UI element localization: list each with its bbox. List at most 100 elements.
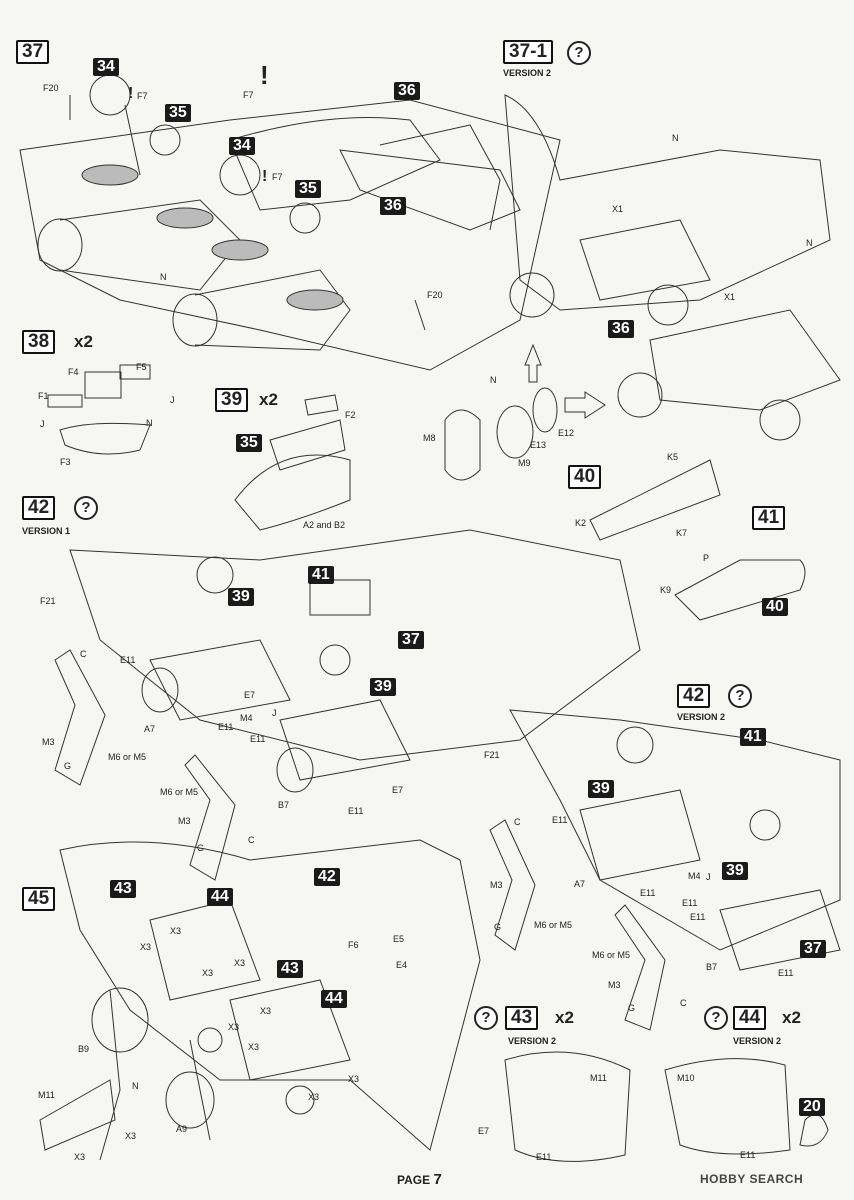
ref-43-tag: 43 (110, 880, 136, 898)
part-label: C (248, 835, 255, 845)
part-label: X3 (125, 1131, 137, 1141)
ref-35-tag: 35 (165, 104, 191, 122)
page-number: 7 (433, 1171, 442, 1188)
part-label: M6 or M5 (592, 950, 631, 960)
question-icon: ? (474, 1006, 498, 1030)
part-label: F7 (137, 91, 148, 101)
wheel-34-b (219, 154, 261, 196)
part-label: G (628, 1003, 636, 1013)
watermark: HOBBY SEARCH (700, 1172, 804, 1186)
part-label: F20 (43, 83, 59, 93)
step-43-box: 43 (505, 1006, 539, 1030)
part-label: M6 or M5 (160, 787, 199, 797)
wheel-35-b (289, 202, 321, 234)
step-45-box: 45 (22, 887, 56, 911)
part-label: X3 (348, 1074, 360, 1084)
step-42-v1-box: 42 (22, 496, 56, 520)
part-label: K7 (676, 528, 688, 538)
step-39-box: 39 (215, 388, 249, 412)
part-label: M6 or M5 (534, 920, 573, 930)
part-label: X3 (308, 1092, 320, 1102)
aircraft-45 (59, 839, 481, 1151)
step-44-version: VERSION 2 (733, 1036, 782, 1046)
ref-37-tag: 37 (398, 631, 424, 649)
part-label: N (806, 238, 813, 248)
part-label: N (672, 133, 679, 143)
part-label: M11 (38, 1090, 55, 1100)
ref-35-tag: 35 (295, 180, 321, 198)
part-label: F5 (136, 362, 147, 372)
part-label: E11 (218, 722, 234, 732)
ref-41-tag: 41 (308, 566, 334, 584)
ref-41-tag: 41 (740, 728, 766, 746)
page-label: PAGE (397, 1173, 431, 1187)
part-label: M3 (490, 880, 503, 890)
wheel-35-a (149, 124, 181, 156)
part-label: N (490, 375, 497, 385)
part-label: E11 (778, 968, 794, 978)
part-label: E11 (740, 1150, 756, 1160)
part-label: X3 (202, 968, 214, 978)
propeller-left (54, 649, 106, 786)
part-label: M6 or M5 (108, 752, 147, 762)
ref-34-tag: 34 (229, 137, 255, 155)
part-label: X3 (234, 958, 246, 968)
ref-39-tag: 39 (370, 678, 396, 696)
question-icon: ? (728, 684, 752, 708)
ref-39-tag: 39 (722, 862, 748, 880)
part-label: E11 (640, 888, 656, 898)
part-label: E11 (682, 898, 698, 908)
part-label: J (170, 395, 175, 405)
step-38-multiplier: x2 (74, 332, 93, 351)
part-label: M3 (42, 737, 55, 747)
ref-40-tag: 40 (762, 598, 788, 616)
part-label: J (706, 872, 711, 882)
part-label: F4 (68, 367, 79, 377)
part-label: M3 (608, 980, 621, 990)
part-label: F21 (40, 596, 56, 606)
part-label: E5 (393, 934, 405, 944)
part-label: A7 (144, 724, 156, 734)
step-40-box: 40 (568, 465, 602, 489)
part-label: X3 (228, 1022, 240, 1032)
part-label: E4 (396, 960, 408, 970)
part-label: F3 (60, 457, 71, 467)
part-label: X1 (724, 292, 736, 302)
part-label: F7 (272, 172, 283, 182)
part-label: X3 (140, 942, 152, 952)
ref-42-tag: 42 (314, 868, 340, 886)
part-label: M10 (677, 1073, 695, 1083)
part-label: B7 (706, 962, 718, 972)
step-44-box: 44 (733, 1006, 767, 1030)
aircraft-37-1 (504, 94, 831, 311)
propeller-right (184, 754, 236, 881)
part-label: N (160, 272, 167, 282)
part-label: G (494, 922, 502, 932)
warning-mark: ! (128, 85, 134, 102)
ref-36-tag: 36 (394, 82, 420, 100)
part-label: E7 (244, 690, 256, 700)
part-label: M11 (590, 1073, 607, 1083)
part-label: X3 (74, 1152, 86, 1162)
part-label: F7 (243, 90, 254, 100)
step-42-v2-box: 42 (677, 684, 711, 708)
aircraft-37-fuselage (229, 117, 441, 211)
aircraft-37-wing (19, 99, 561, 371)
part-label: E7 (392, 785, 404, 795)
aircraft-42-v1 (69, 529, 641, 761)
part-label: B9 (78, 1044, 90, 1054)
part-label: A9 (176, 1124, 188, 1134)
part-label: M4 (240, 713, 253, 723)
part-label: E11 (250, 734, 266, 744)
part-label: F6 (348, 940, 359, 950)
step-41-box: 41 (752, 506, 786, 530)
part-label: X1 (612, 204, 624, 214)
question-icon: ? (567, 41, 591, 65)
part-label: X3 (170, 926, 182, 936)
part-label: F2 (345, 410, 356, 420)
warning-mark: ! (260, 60, 269, 90)
part-label: M9 (518, 458, 531, 468)
question-icon: ? (74, 496, 98, 520)
part-label: K5 (667, 452, 679, 462)
